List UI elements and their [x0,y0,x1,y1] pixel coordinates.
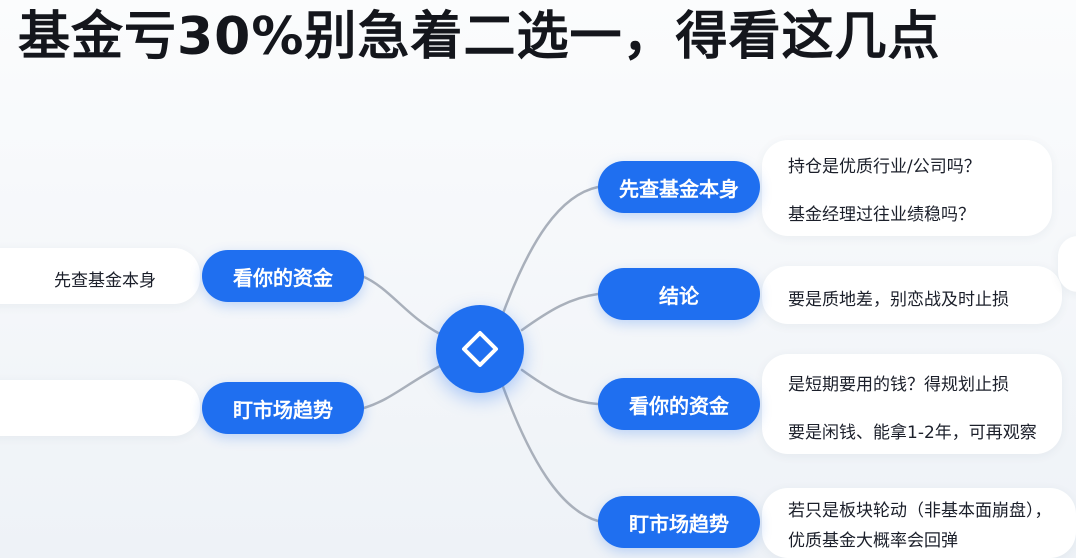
diamond-icon [462,331,498,367]
right-detail-text-3a: 是短期要用的钱？得规划止损 [788,375,1009,395]
right-detail-text-1a: 持仓是优质行业/公司吗？ [788,157,981,177]
link-left-1 [360,274,442,336]
right-node-1[interactable]: 先查基金本身 [598,161,760,213]
right-detail-text-4b: 优质基金大概率会回弹 [788,531,958,551]
link-right-1 [500,185,600,318]
right-detail-card-3: 是短期要用的钱？得规划止损 要是闲钱、能拿1-2年，可再观察 [762,354,1062,454]
link-right-3 [520,368,600,406]
right-detail-card-2: 要是质地差，别恋战及时止损 [762,266,1062,324]
left-detail-card-1: 先查基金本身 [0,248,200,304]
left-node-2[interactable]: 盯市场趋势 [202,382,364,434]
right-detail-text-2: 要是质地差，别恋战及时止损 [788,290,1009,310]
right-detail-text-1b: 基金经理过往业绩稳吗？ [788,205,975,225]
left-node-1[interactable]: 看你的资金 [202,250,364,302]
right-node-2[interactable]: 结论 [598,268,760,320]
center-node[interactable] [436,305,524,393]
right-node-4[interactable]: 盯市场趋势 [598,496,760,548]
left-detail-card-2 [0,380,200,436]
right-detail-text-4a: 若只是板块轮动（非基本面崩盘）， [788,501,1052,521]
left-detail-text-1: 先查基金本身 [54,271,156,291]
link-left-2 [362,364,442,410]
link-right-2 [520,292,600,332]
right-detail-card-1: 持仓是优质行业/公司吗？ 基金经理过往业绩稳吗？ [762,140,1052,236]
right-detail-card-4: 若只是板块轮动（非基本面崩盘）， 优质基金大概率会回弹 [762,488,1076,558]
right-detail-text-3b: 要是闲钱、能拿1-2年，可再观察 [788,423,1037,443]
page-title: 基金亏30%别急着二选一，得看这几点 [18,7,941,67]
right-node-3[interactable]: 看你的资金 [598,378,760,430]
link-right-4 [500,382,600,523]
offscreen-card-edge [1058,236,1076,292]
